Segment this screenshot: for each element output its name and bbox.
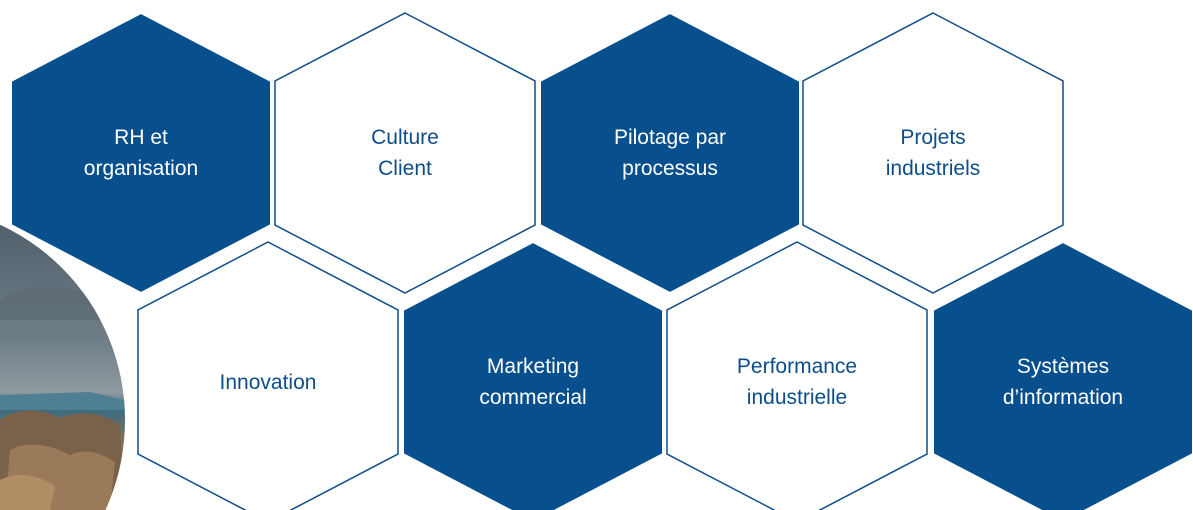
hexagon-label-pilotage-processus: Pilotage par processus (613, 126, 727, 180)
hexagon-label-rh-organisation: RH et organisation (83, 126, 199, 180)
hexagon-label-innovation: Innovation (219, 370, 317, 394)
hexagon-projets-industriels (802, 12, 1064, 294)
hexagon-innovation (137, 241, 399, 510)
hexagon-pilotage-processus (539, 11, 801, 295)
hexagon-label-performance-industrielle: Performance industrielle (736, 355, 858, 409)
hexagon-systemes-information (932, 240, 1193, 510)
hexagon-label-marketing-commercial: Marketing commercial (479, 355, 587, 409)
hexagon-label-projets-industriels: Projets industriels (885, 126, 981, 180)
hexagon-marketing-commercial (402, 240, 664, 510)
hexagon-label-culture-client: Culture Client (371, 126, 439, 180)
hexagon-culture-client (274, 12, 536, 294)
hexagon-performance-industrielle (666, 241, 928, 510)
hexagon-rh-organisation (10, 11, 272, 295)
hexagon-label-systemes-information: Systèmes d’information (1002, 355, 1124, 409)
